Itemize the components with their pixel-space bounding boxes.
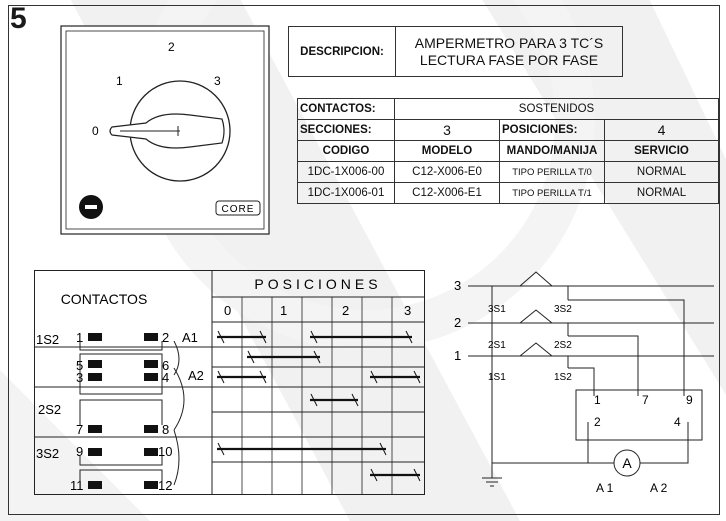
sections-label: SECCIONES: bbox=[297, 119, 395, 141]
specs-table: CONTACTOS: SOSTENIDOS SECCIONES: 3 POSIC… bbox=[297, 98, 719, 204]
description-table: DESCRIPCION: AMPERMETRO PARA 3 TC´S LECT… bbox=[288, 26, 623, 77]
dial-position-0: 0 bbox=[92, 124, 99, 138]
header-mando: MANDO/MANIJA bbox=[499, 140, 605, 162]
terminal-label-1s2: 1S2 bbox=[554, 372, 572, 383]
drawing-frame bbox=[8, 5, 720, 515]
description-label: DESCRIPCION: bbox=[288, 26, 396, 77]
box-terminal-9: 9 bbox=[686, 393, 693, 407]
brand-logo-box bbox=[215, 200, 261, 216]
meter-terminal-a1: A 1 bbox=[596, 481, 614, 495]
table-row: 1DC-1X006-01 C12-X006-E1 TIPO PERILLA T/… bbox=[297, 182, 719, 204]
dial-position-1: 1 bbox=[116, 74, 123, 88]
positions-heading: POSICIONES bbox=[254, 276, 381, 292]
dial-position-3: 3 bbox=[214, 74, 221, 88]
position-label-0: 0 bbox=[224, 303, 231, 318]
terminal-8: 8 bbox=[162, 422, 169, 437]
servicio-cell: NORMAL bbox=[604, 161, 719, 183]
brand-logo: CORE bbox=[222, 204, 255, 215]
terminal-label-3s1: 3S1 bbox=[488, 304, 506, 315]
sections-value: 3 bbox=[394, 119, 500, 141]
section-label-2s2: 2S2 bbox=[38, 402, 61, 417]
sheet-number: 5 bbox=[10, 2, 27, 35]
codigo-cell: 1DC-1X006-00 bbox=[297, 161, 395, 183]
servicio-cell: NORMAL bbox=[604, 182, 719, 204]
contacts-value: SOSTENIDOS bbox=[394, 98, 719, 120]
terminal-6: 6 bbox=[162, 358, 169, 373]
box-terminal-4: 4 bbox=[674, 415, 681, 429]
description-value: AMPERMETRO PARA 3 TC´S LECTURA FASE POR … bbox=[395, 26, 623, 77]
terminal-1: 1 bbox=[76, 330, 83, 345]
terminal-2: 2 bbox=[162, 330, 169, 345]
phase-label-2: 2 bbox=[454, 315, 461, 330]
terminal-label-2s2: 2S2 bbox=[554, 340, 572, 351]
terminal-9: 9 bbox=[76, 444, 83, 459]
closed-contact-bars bbox=[217, 335, 420, 477]
header-modelo: MODELO bbox=[394, 140, 500, 162]
modelo-cell: C12-X006-E1 bbox=[394, 182, 500, 204]
terminal-label-3s2: 3S2 bbox=[554, 304, 572, 315]
aux-label-a2: A2 bbox=[188, 368, 204, 383]
modelo-cell: C12-X006-E0 bbox=[394, 161, 500, 183]
section-label-1s2: 1S2 bbox=[36, 332, 59, 347]
rotary-switch-faceplate: 2 1 3 0 CORE bbox=[60, 25, 270, 235]
terminal-4: 4 bbox=[162, 370, 169, 385]
table-row: 1DC-1X006-00 C12-X006-E0 TIPO PERILLA T/… bbox=[297, 161, 719, 183]
terminal-12: 12 bbox=[158, 478, 172, 493]
section-label-3s2: 3S2 bbox=[36, 446, 59, 461]
positions-value: 4 bbox=[604, 119, 719, 141]
position-label-3: 3 bbox=[404, 303, 411, 318]
ammeter-symbol: A bbox=[622, 455, 632, 471]
header-codigo: CODIGO bbox=[297, 140, 395, 162]
wiring-diagram: 3 2 1 3S1 3S2 2S1 2S2 1S1 1S2 1 7 9 2 4 … bbox=[454, 271, 714, 495]
terminal-10: 10 bbox=[158, 444, 172, 459]
position-label-1: 1 bbox=[280, 303, 287, 318]
contacts-heading: CONTACTOS bbox=[61, 291, 148, 307]
aux-label-a1: A1 bbox=[182, 330, 198, 345]
description-line-1: AMPERMETRO PARA 3 TC´S bbox=[414, 34, 604, 51]
mando-cell: TIPO PERILLA T/0 bbox=[499, 161, 605, 183]
terminal-label-1s1: 1S1 bbox=[488, 372, 506, 383]
contact-cross-marks bbox=[217, 330, 421, 482]
terminal-7: 7 bbox=[76, 422, 83, 437]
codigo-cell: 1DC-1X006-01 bbox=[297, 182, 395, 204]
box-terminal-2: 2 bbox=[594, 415, 601, 429]
box-terminal-1: 1 bbox=[594, 393, 601, 407]
phase-label-3: 3 bbox=[454, 278, 461, 293]
position-label-2: 2 bbox=[342, 303, 349, 318]
dial-position-2: 2 bbox=[168, 40, 175, 54]
meter-terminal-a2: A 2 bbox=[650, 481, 668, 495]
contact-chart: CONTACTOS POSICIONES 0 1 2 3 1S2 2S2 3S2… bbox=[34, 270, 425, 495]
description-line-2: LECTURA FASE POR FASE bbox=[419, 51, 599, 68]
terminal-11: 11 bbox=[70, 478, 84, 493]
header-servicio: SERVICIO bbox=[604, 140, 719, 162]
faceplate-inner-border bbox=[65, 30, 265, 230]
contacts-label: CONTACTOS: bbox=[297, 98, 395, 120]
terminal-label-2s1: 2S1 bbox=[488, 340, 506, 351]
mando-cell: TIPO PERILLA T/1 bbox=[499, 182, 605, 204]
box-terminal-7: 7 bbox=[642, 393, 649, 407]
phase-label-1: 1 bbox=[454, 348, 461, 363]
positions-label: POSICIONES: bbox=[499, 119, 605, 141]
